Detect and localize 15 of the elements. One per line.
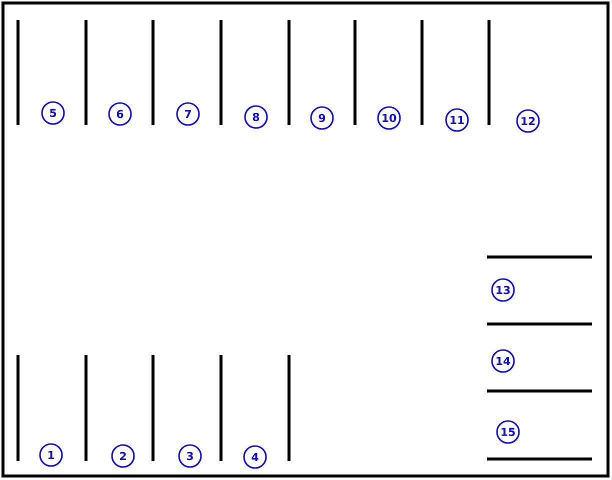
space-number: 9 [310, 106, 334, 130]
space-number: 13 [491, 278, 515, 302]
space-number: 4 [243, 445, 267, 469]
space-number: 2 [111, 444, 135, 468]
space-number: 7 [176, 102, 200, 126]
space-number: 15 [496, 420, 520, 444]
space-number: 12 [516, 109, 540, 133]
space-number: 14 [491, 349, 515, 373]
space-number: 5 [41, 101, 65, 125]
space-number: 10 [377, 106, 401, 130]
space-number: 1 [39, 443, 63, 467]
space-number: 6 [108, 102, 132, 126]
space-number: 11 [445, 108, 469, 132]
space-number: 8 [244, 105, 268, 129]
space-number: 3 [178, 444, 202, 468]
